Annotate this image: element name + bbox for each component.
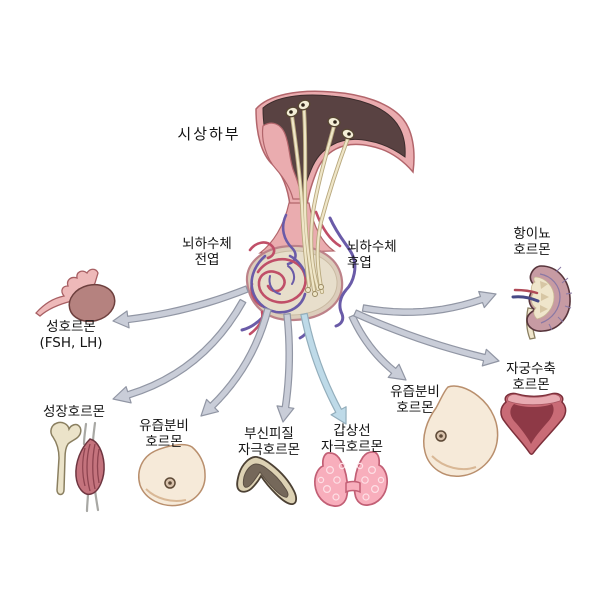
label-tsh: 갑상선 자극호르몬 bbox=[320, 423, 384, 456]
bone-illustration bbox=[50, 421, 82, 496]
neuron-cell-bodies bbox=[285, 99, 355, 140]
label-pituitary-anterior: 뇌하수체 전엽 bbox=[182, 236, 232, 269]
uterus-illustration bbox=[500, 392, 567, 455]
ovary-illustration bbox=[35, 268, 116, 323]
hormone-arrows bbox=[112, 285, 500, 425]
arrow-milk-secretion-right bbox=[348, 314, 407, 381]
thyroid-lobule-texture bbox=[317, 462, 385, 501]
pituitary-vessels bbox=[240, 210, 357, 340]
label-uterine-contraction: 자궁수축 호르몬 bbox=[506, 361, 556, 394]
label-acth: 부신피질 자극호르몬 bbox=[237, 426, 301, 459]
breast-right-illustration bbox=[423, 385, 499, 477]
label-hypothalamus: 시상하부 bbox=[177, 125, 241, 143]
arrow-uterine-contraction bbox=[353, 309, 500, 367]
breast-left-illustration bbox=[138, 444, 206, 507]
arrow-tsh bbox=[300, 312, 347, 425]
arrow-growth-hormone bbox=[112, 298, 247, 404]
thyroid-illustration bbox=[314, 451, 388, 507]
arrow-sex-hormone bbox=[112, 285, 249, 329]
muscle-illustration bbox=[75, 421, 105, 513]
arrow-prolactin-left bbox=[200, 307, 272, 417]
kidney-pyramids bbox=[540, 281, 549, 313]
label-milk-secretion-right: 유즙분비 호르몬 bbox=[390, 384, 440, 417]
label-antidiuretic-hormone: 항이뇨 호르몬 bbox=[513, 226, 551, 259]
pituitary-gland-illustration bbox=[240, 99, 357, 340]
arrow-antidiuretic bbox=[361, 290, 497, 316]
label-sex-hormone: 성호르몬 (FSH, LH) bbox=[39, 319, 103, 352]
label-prolactin-left: 유즙분비 호르몬 bbox=[139, 418, 189, 451]
adrenal-gland-illustration bbox=[236, 456, 298, 506]
label-growth-hormone: 성장호르몬 bbox=[42, 404, 106, 420]
label-pituitary-posterior: 뇌하수체 후엽 bbox=[347, 239, 397, 272]
arrow-acth bbox=[276, 313, 295, 423]
kidney-lobe-lines bbox=[548, 266, 573, 331]
neuron-axons bbox=[290, 107, 350, 297]
kidney-illustration bbox=[511, 265, 573, 340]
